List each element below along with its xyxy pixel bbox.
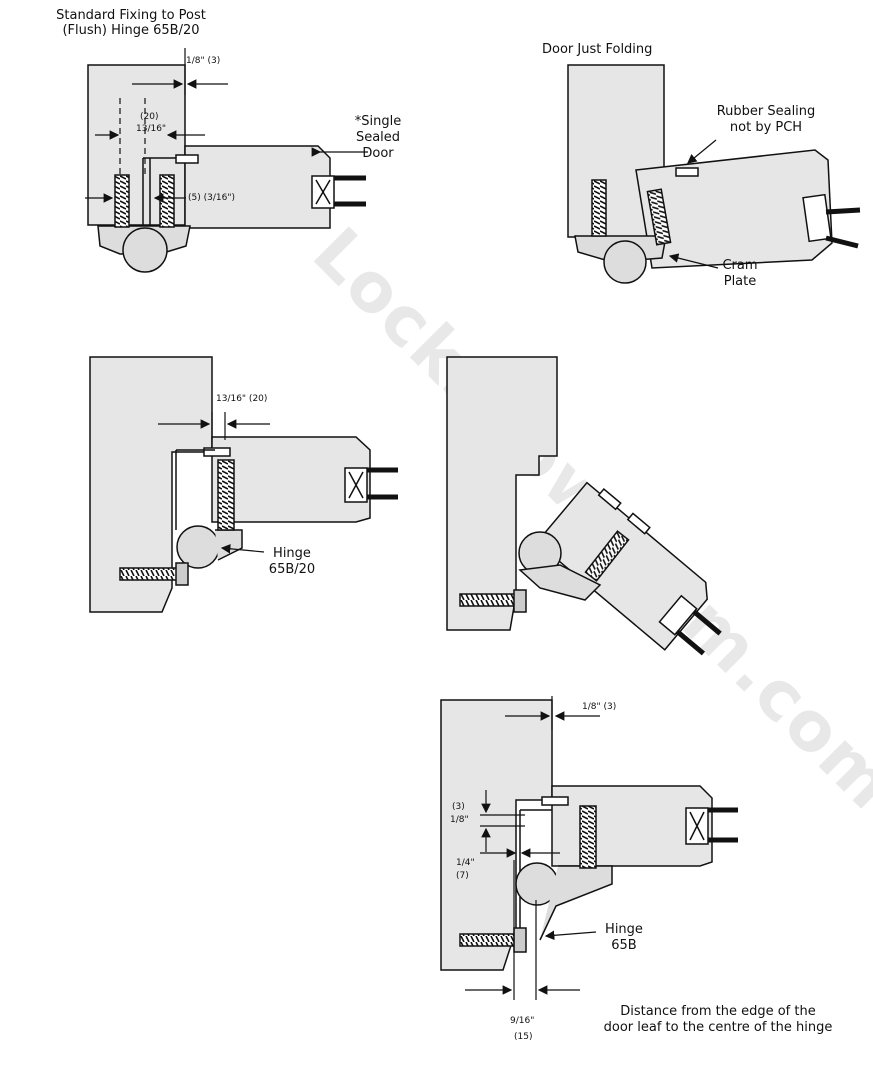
hinge-leaf — [518, 564, 602, 601]
single-sealed-line3: Door — [362, 146, 394, 161]
edge-seal — [802, 193, 832, 243]
hinge-leaf — [215, 529, 243, 561]
dim-1-8: 1/8" — [450, 815, 469, 825]
dim-7: (7) — [456, 871, 469, 881]
screw-right — [159, 174, 175, 228]
screw-right — [646, 188, 672, 246]
gap-seal — [175, 154, 199, 164]
panel2-title: Door Just Folding — [542, 42, 653, 57]
hinge-knuckle — [176, 525, 220, 569]
screw-head — [175, 562, 189, 586]
screw-head — [513, 589, 527, 613]
panel-hinge-65b20 — [89, 356, 398, 613]
cram-plate-line2: Plate — [723, 274, 757, 289]
hinge-knuckle — [603, 240, 647, 284]
rubber-sealing-line1: Rubber Sealing — [716, 104, 816, 119]
rubber-sealing-line2: not by PCH — [729, 120, 803, 135]
gap-seal — [203, 447, 231, 457]
caption-line1: Distance from the edge of the — [620, 1004, 816, 1019]
panel1-title-line2: (Flush) Hinge 65B/20 — [62, 23, 200, 38]
dim-20: (20) — [140, 112, 159, 122]
dim-9-16: 9/16" — [510, 1016, 535, 1026]
dim-5-3-16: (5) (3/16") — [188, 193, 235, 203]
door-leaf — [211, 436, 371, 523]
screw-door — [579, 805, 597, 869]
screw-post — [459, 593, 519, 607]
screw-post — [459, 933, 519, 947]
hinge-knuckle — [122, 227, 168, 273]
dim-13-16-20: 13/16" (20) — [216, 394, 268, 404]
panel-door-just-folding — [567, 64, 861, 284]
panel-fully-folded — [446, 356, 722, 656]
screw-left — [114, 174, 130, 228]
screw-post — [119, 567, 181, 581]
door-leaf — [184, 145, 331, 229]
post — [446, 356, 558, 631]
panel3-dimensions — [158, 412, 270, 554]
panel1-dimensions — [85, 48, 368, 203]
dim-1-8-3: 1/8" (3) — [582, 702, 617, 712]
hinge-65b-line2: 65B — [611, 938, 637, 953]
gap-seal — [675, 167, 699, 177]
single-sealed-line1: *Single — [354, 114, 402, 129]
post — [89, 356, 213, 613]
hinge-65b-line1: Hinge — [605, 922, 643, 937]
hinge-65b20-line1: Hinge — [273, 546, 311, 561]
single-sealed-line2: Sealed — [355, 130, 401, 145]
caption-line2: door leaf to the centre of the hinge — [603, 1020, 833, 1035]
screw-door — [217, 459, 235, 531]
dim-1-4: 1/4" — [456, 858, 475, 868]
dim-1-8-top: 1/8" (3) — [186, 56, 221, 66]
hinge-65b20-line2: 65B/20 — [268, 562, 316, 577]
post — [440, 699, 553, 971]
screw-door — [584, 530, 630, 582]
screw-head — [513, 927, 527, 953]
panel-hinge-65b — [440, 699, 738, 971]
dim-13-16: 13/16" — [136, 124, 167, 134]
cram-plate-line1: Cram — [722, 258, 758, 273]
gap-seal — [541, 796, 569, 806]
panel1-title-line1: Standard Fixing to Post — [56, 8, 206, 23]
post — [567, 64, 665, 238]
panel5-dimensions — [465, 696, 600, 1000]
door-leaf — [635, 149, 833, 269]
panel2-dimensions — [668, 139, 719, 269]
dim-15: (15) — [514, 1032, 533, 1042]
dim-3: (3) — [452, 802, 465, 812]
screw-left — [591, 179, 607, 237]
panel-standard-fixing — [87, 64, 366, 273]
